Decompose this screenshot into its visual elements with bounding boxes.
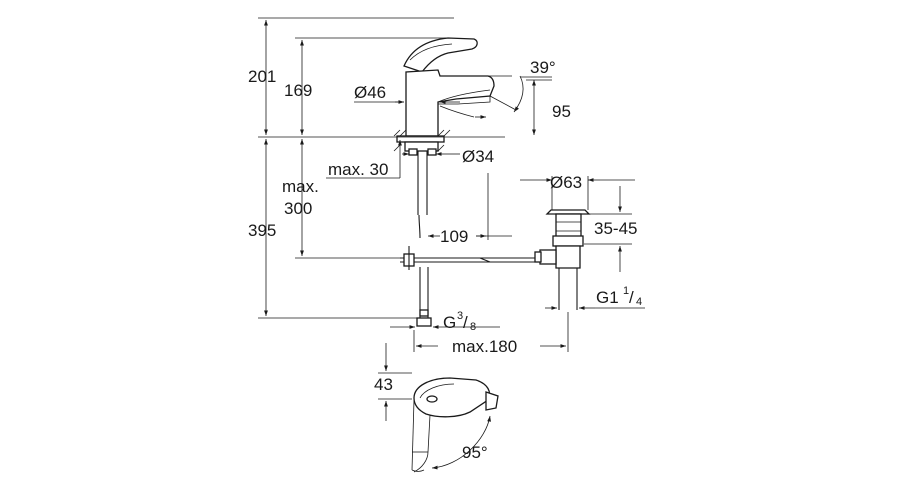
label-offset-109: 109 [440,227,468,246]
label-waste-thread-sep: / [629,288,634,307]
label-spout-height: 169 [284,81,312,100]
label-spout-angle: 39° [530,58,556,77]
label-supply-thread-main: G [443,313,456,332]
dimension-lines [258,17,645,352]
dimension-labels: 201 169 Ø46 39° 95 max. 30 Ø34 max. 300 … [248,58,642,462]
label-body-diameter: Ø46 [354,83,386,102]
label-max-180: max.180 [452,337,517,356]
faucet-top-view [378,343,499,473]
faucet-side-view [393,37,495,327]
label-waste-thread-num: 1 [623,285,629,297]
label-waste-thread-den: 4 [636,296,642,308]
label-total-height: 201 [248,67,276,86]
label-max-300-line2: 300 [284,199,312,218]
label-supply-thread-sep: / [463,313,468,332]
label-lower-height: 395 [248,221,276,240]
label-base-diameter: Ø34 [462,147,494,166]
label-lever-height: 43 [374,375,393,394]
label-waste-range: 35-45 [594,219,637,238]
label-waste-thread-main: G1 [596,288,619,307]
label-waste-diameter: Ø63 [550,173,582,192]
label-max-300-line1: max. [282,177,319,196]
label-supply-thread-num: 3 [457,310,463,322]
label-rotation-angle: 95° [462,443,488,462]
label-outlet-height: 95 [552,102,571,121]
label-max-30: max. 30 [328,160,388,179]
waste-assembly [400,209,591,310]
label-supply-thread-den: 8 [470,321,476,333]
